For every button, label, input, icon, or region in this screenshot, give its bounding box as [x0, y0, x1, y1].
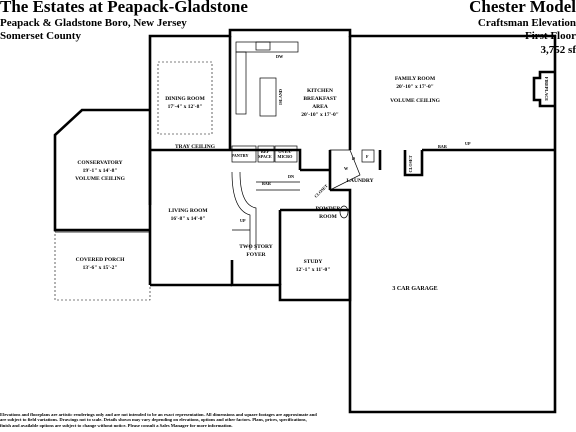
laundry-outline	[329, 149, 361, 191]
area-label: AREA	[312, 104, 328, 110]
disclaimer-line-2: are subject to field variations. Drawing…	[0, 417, 307, 423]
dryer-label: D	[352, 156, 355, 161]
county-label: Somerset County	[0, 30, 81, 42]
outer-walls	[53, 28, 557, 414]
down-label: DN	[288, 174, 294, 179]
interior-walls	[150, 36, 424, 285]
ref-space-label-1: REF	[261, 149, 270, 154]
pantry-label: PANTRY	[232, 153, 249, 158]
bar-label-family: BAR	[438, 144, 448, 149]
living-room-dims: 16'-8" x 14'-0"	[171, 216, 206, 222]
freezer-label: F	[366, 154, 369, 159]
ref-space-box	[257, 145, 275, 163]
fireplace-label: FIREPLACE	[544, 77, 549, 101]
island-label: ISLAND	[278, 89, 283, 105]
covered-porch-label: COVERED PORCH	[76, 257, 125, 263]
up-label-garage: UP	[465, 141, 471, 146]
garage-label: 3 CAR GARAGE	[392, 286, 437, 292]
dryer-box	[361, 149, 375, 163]
washer-label: W	[344, 166, 349, 171]
kitchen-dims: 20'-10" x 17'-0"	[301, 112, 339, 118]
oven-label-2: MICRO	[278, 154, 294, 159]
powder-room-label-2: ROOM	[319, 214, 338, 220]
foyer-label-2: FOYER	[246, 252, 266, 258]
model-name: Chester Model	[469, 0, 576, 16]
living-room-label: LIVING ROOM	[168, 208, 208, 214]
disclaimer-line-3: finish and available options are subject…	[0, 422, 233, 428]
up-label-stair: UP	[240, 218, 246, 223]
family-room-label: FAMILY ROOM	[395, 76, 436, 82]
covered-porch-dims: 13'-6" x 15'-2"	[83, 265, 118, 271]
closet-label: CLOSET	[408, 155, 413, 172]
oven-box	[274, 145, 298, 163]
oven-label-1: OVEN/	[278, 149, 292, 154]
staircase	[231, 171, 300, 250]
square-footage: 3,752 sf	[540, 44, 576, 56]
disclaimer-line-1: Elevations and floorplans are artistic r…	[0, 412, 317, 417]
bar-label-stair: BAR	[262, 181, 272, 186]
toilet-icon	[339, 205, 349, 219]
study-label: STUDY	[304, 259, 323, 265]
conservatory-label: CONSERVATORY	[77, 160, 122, 166]
pantry-box	[231, 145, 257, 163]
dw-label: DW	[276, 54, 284, 59]
location-subtitle: Peapack & Gladstone Boro, New Jersey	[0, 17, 187, 29]
tray-ceiling-label: TRAY CEILING	[175, 144, 216, 150]
ref-space-label-2: SPACE	[258, 154, 272, 159]
study-dims: 12'-1" x 11'-0"	[296, 267, 331, 273]
family-room-ceiling: VOLUME CEILING	[390, 98, 441, 104]
family-room-dims: 20'-10" x 17'-0"	[396, 84, 434, 90]
tray-ceiling-outline	[157, 61, 213, 135]
disclaimer: Elevations and floorplans are artistic r…	[0, 412, 576, 428]
laundry-label: LAUNDRY	[346, 178, 373, 184]
kitchen-counter	[235, 41, 299, 53]
conservatory-ceiling: VOLUME CEILING	[75, 176, 126, 182]
page-title: The Estates at Peapack-Gladstone	[0, 0, 248, 16]
conservatory-dims: 19'-1" x 14'-8"	[83, 168, 118, 174]
kitchen-label: KITCHEN	[307, 88, 333, 94]
sink-icon	[255, 41, 271, 51]
dining-room-dims: 17'-4" x 12'-8"	[168, 104, 203, 110]
breakfast-label: BREAKFAST	[303, 96, 337, 102]
foyer-label-1: TWO STORY	[239, 244, 273, 250]
elevation-label: Craftsman Elevation	[477, 17, 576, 29]
powder-room-label-1: POWDER	[316, 206, 342, 212]
dining-room-label: DINING ROOM	[165, 96, 205, 102]
closet-label-laundry: CLOSET	[313, 183, 329, 199]
kitchen-island	[259, 77, 277, 117]
kitchen-counter-side	[235, 51, 247, 115]
